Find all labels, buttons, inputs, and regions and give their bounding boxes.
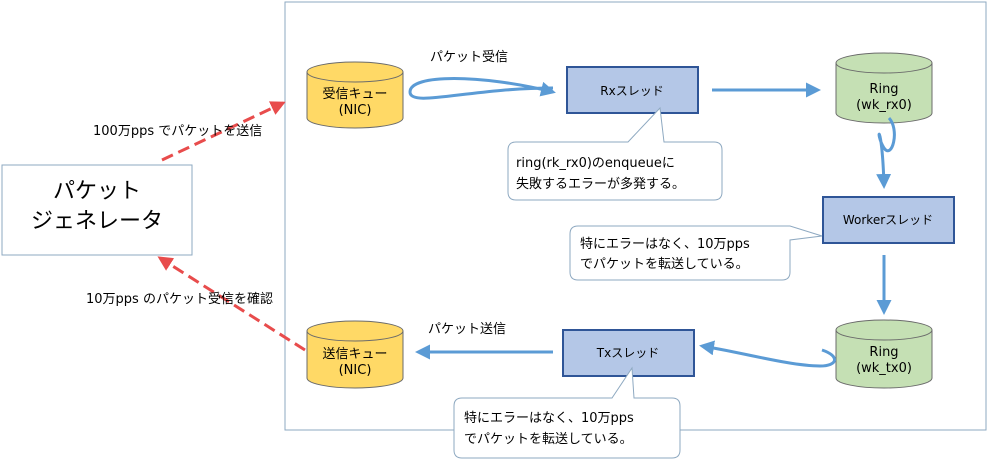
worker-callout-line2: でパケットを転送している。 <box>580 257 749 272</box>
worker-thread-label: Workerスレッド <box>843 213 933 227</box>
rx-callout: ring(rk_rx0)のenqueueに 失敗するエラーが多発する。 <box>507 106 723 201</box>
rx-queue-label-line1: 受信キュー <box>322 87 387 102</box>
ring-tx: Ring (wk_tx0) <box>835 319 933 389</box>
tx-thread-label: Txスレッド <box>596 346 659 360</box>
send-arrow <box>161 101 286 162</box>
worker-callout-line1: 特にエラーはなく、10万pps <box>580 237 750 252</box>
ring-tx-label-line2: (wk_tx0) <box>856 361 912 376</box>
ring-rx-label-line2: (wk_rx0) <box>856 98 912 113</box>
rx-thread-label: Rxスレッド <box>600 84 663 98</box>
ring-tx-label-line1: Ring <box>869 345 898 360</box>
worker-thread: Workerスレッド <box>822 196 955 244</box>
tx-thread: Txスレッド <box>562 329 695 377</box>
ring-rx-label-line1: Ring <box>869 82 898 97</box>
worker-callout: 特にエラーはなく、10万pps でパケットを転送している。 <box>569 225 823 281</box>
rx-callout-line1: ring(rk_rx0)のenqueueに <box>516 156 675 171</box>
send-rate-label: 100万pps でパケットを送信 <box>93 124 262 139</box>
receive-arrow <box>157 256 306 352</box>
ring-rx-to-worker-arrow <box>876 116 896 189</box>
rx-queue: 受信キュー (NIC) <box>306 61 404 129</box>
tx-callout: 特にエラーはなく、10万pps でパケットを転送している。 <box>453 366 681 459</box>
rx-thread: Rxスレッド <box>566 66 699 114</box>
tx-queue: 送信キュー (NIC) <box>306 320 404 389</box>
tx-callout-line1: 特にエラーはなく、10万pps <box>464 411 634 426</box>
packet-generator: パケット ジェネレータ <box>1 164 193 256</box>
tx-callout-line2: でパケットを転送している。 <box>464 432 633 447</box>
ring-rx: Ring (wk_rx0) <box>835 52 933 124</box>
tx-queue-label-line2: (NIC) <box>339 363 372 378</box>
rx-poll-loop-arrow <box>408 77 556 100</box>
generator-label-line1: パケット <box>53 179 141 204</box>
rx-queue-label-line2: (NIC) <box>339 103 372 118</box>
packet-receive-label: パケット受信 <box>430 50 508 65</box>
packet-send-label: パケット送信 <box>428 322 506 337</box>
ring-tx-to-tx-thread-arrow <box>699 340 836 368</box>
tx-queue-label-line1: 送信キュー <box>322 347 387 362</box>
receive-rate-label: 10万pps のパケット受信を確認 <box>86 291 273 307</box>
generator-label-line2: ジェネレータ <box>31 209 163 234</box>
rx-callout-line2: 失敗するエラーが多発する。 <box>516 176 685 192</box>
